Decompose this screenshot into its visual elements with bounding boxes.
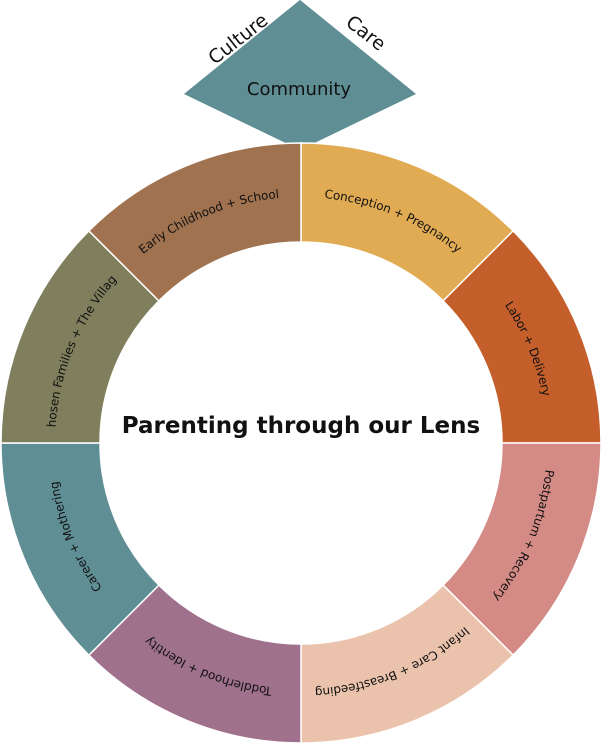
diagram-title: Parenting through our Lens [122, 413, 480, 439]
ring-segment [87, 142, 302, 302]
community-diamond [184, 0, 416, 150]
top-motif: Culture Care Community [184, 0, 416, 150]
community-label: Community [247, 79, 352, 100]
